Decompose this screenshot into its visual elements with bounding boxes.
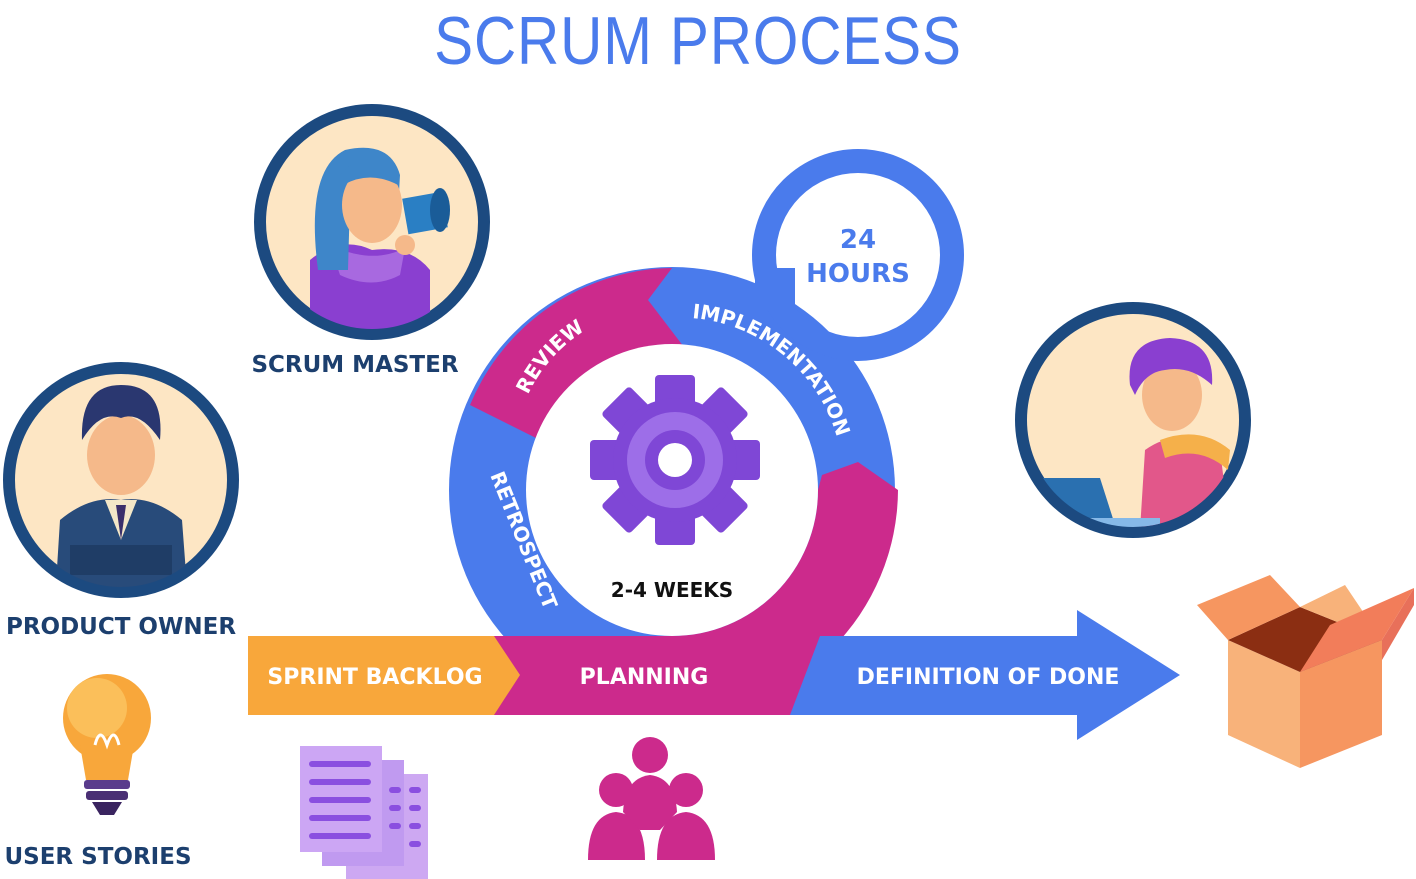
lightbulb-icon: [63, 674, 151, 815]
documents-icon: [300, 746, 428, 879]
daily-number: 24: [840, 225, 876, 255]
daily-unit: HOURS: [806, 259, 910, 289]
review-segment: [470, 268, 690, 440]
product-owner-avatar: [3, 362, 239, 598]
page-title: SCRUM PROCESS: [434, 3, 962, 79]
sprint-backlog-arrow: [248, 636, 520, 715]
sprint-duration: 2-4 WEEKS: [611, 578, 733, 602]
developer-avatar: [1015, 302, 1251, 538]
box-icon: [1197, 575, 1414, 768]
definition-of-done-label: DEFINITION OF DONE: [857, 665, 1120, 690]
planning-band: [490, 636, 820, 715]
daily-ring: [752, 149, 964, 361]
gear-icon: [590, 375, 760, 545]
team-icon: [588, 737, 715, 860]
user-stories-label: USER STORIES: [4, 844, 191, 870]
scrum-master-label: SCRUM MASTER: [251, 352, 458, 378]
planning-label: PLANNING: [580, 665, 709, 690]
product-owner-label: PRODUCT OWNER: [6, 614, 236, 640]
sprint-flow-arrow: SPRINT BACKLOG PLANNING DEFINITION OF DO…: [248, 610, 1180, 740]
daily-cycle: 24 HOURS: [752, 149, 964, 361]
sprint-backlog-label: SPRINT BACKLOG: [267, 665, 482, 690]
scrum-master-avatar: [254, 104, 490, 340]
